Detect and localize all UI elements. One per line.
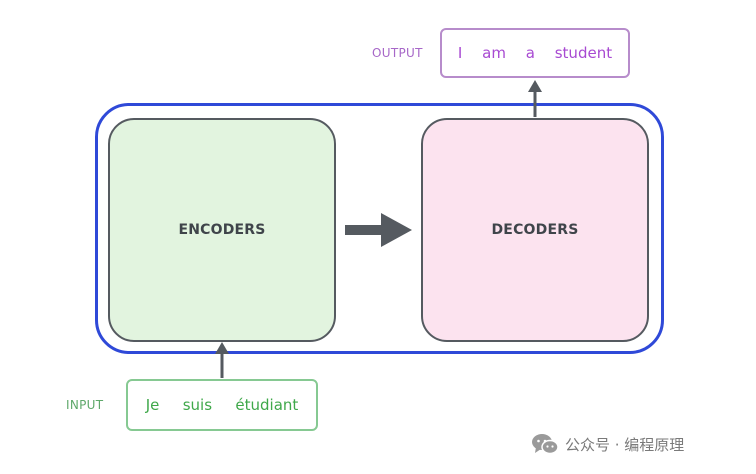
input-token: étudiant [235,396,299,414]
decoders-block: DECODERS [421,118,649,342]
input-token-box: Je suis étudiant [126,379,318,431]
watermark: 公众号 · 编程原理 [531,432,684,456]
output-label: OUTPUT [372,46,423,60]
watermark-text: 公众号 · 编程原理 [565,435,685,454]
encoders-block: ENCODERS [108,118,336,342]
wechat-icon [532,434,559,455]
output-token-box: I am a student [440,28,630,78]
output-token: I [457,44,463,62]
input-token: suis [182,396,213,414]
encoder-decoder-container [95,103,664,354]
input-arrow [215,342,229,378]
encoder-to-decoder-arrow [345,213,412,247]
output-token: am [482,44,506,62]
output-arrow [528,80,542,117]
encoders-label: ENCODERS [178,222,266,238]
output-token: student [554,44,613,62]
input-token: Je [145,396,160,414]
decoders-label: DECODERS [491,222,579,238]
output-token: a [525,44,535,62]
input-label: INPUT [66,398,104,412]
